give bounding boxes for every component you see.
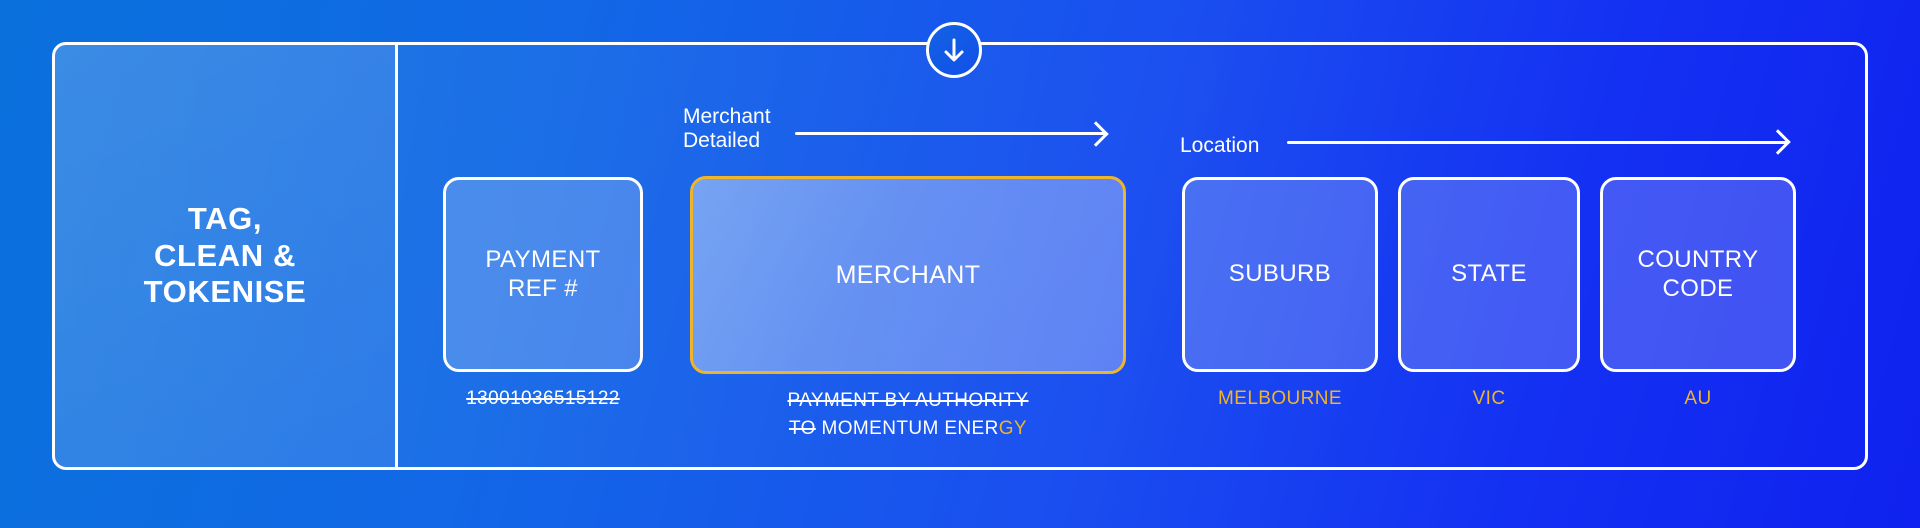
card-caption: 13001036515122 — [443, 385, 643, 413]
arrow-down-circle-icon[interactable] — [926, 22, 982, 78]
caption-line: VIC — [1472, 388, 1506, 409]
card-caption: AU — [1600, 385, 1796, 413]
card-title: PAYMENT REF # — [485, 245, 601, 302]
card-title: MERCHANT — [835, 261, 981, 289]
caption-line: PAYMENT BY AUTHORITY — [787, 390, 1029, 411]
group-header-location: Location — [1180, 129, 1792, 158]
caption-segment-highlight: GY — [998, 417, 1028, 439]
card-title: SUBURB — [1228, 260, 1332, 288]
left-stage-column: TAG, CLEAN & TOKENISE — [55, 45, 395, 467]
card-body[interactable]: MERCHANT — [690, 176, 1126, 374]
stage-title: TAG, CLEAN & TOKENISE — [143, 201, 307, 310]
card-body[interactable]: STATE — [1398, 177, 1580, 372]
card-title: COUNTRY CODE — [1637, 245, 1759, 302]
caption-line: MELBOURNE — [1218, 388, 1342, 409]
main-panel: TAG, CLEAN & TOKENISE — [52, 42, 1868, 470]
arrow-right-icon — [1287, 129, 1792, 155]
caption-segment: TO — [788, 417, 816, 439]
card-payment-ref[interactable]: PAYMENT REF # 13001036515122 — [443, 177, 643, 413]
card-suburb[interactable]: SUBURB MELBOURNE — [1182, 177, 1378, 413]
card-country-code[interactable]: COUNTRY CODE AU — [1600, 177, 1796, 413]
caption-line: 13001036515122 — [466, 388, 620, 409]
group-label-merchant-detailed: Merchant Detailed — [683, 105, 771, 152]
card-state[interactable]: STATE VIC — [1398, 177, 1580, 413]
group-label-location: Location — [1180, 134, 1260, 158]
card-title: STATE — [1451, 260, 1527, 288]
card-body[interactable]: PAYMENT REF # — [443, 177, 643, 372]
column-divider — [395, 45, 398, 467]
card-caption: MELBOURNE — [1182, 385, 1378, 413]
card-merchant[interactable]: MERCHANT PAYMENT BY AUTHORITY TO MOMENTU… — [690, 176, 1126, 442]
caption-segment: MOMENTUM ENER — [815, 417, 999, 439]
card-caption: VIC — [1398, 385, 1580, 413]
caption-line: AU — [1684, 388, 1712, 409]
card-caption: PAYMENT BY AUTHORITY TO MOMENTUM ENERGY — [690, 387, 1126, 442]
arrow-right-icon — [794, 121, 1109, 147]
group-header-merchant-detailed: Merchant Detailed — [683, 105, 1109, 152]
card-body[interactable]: SUBURB — [1182, 177, 1378, 372]
caption-line: TO MOMENTUM ENERGY — [690, 415, 1126, 443]
card-body[interactable]: COUNTRY CODE — [1600, 177, 1796, 372]
